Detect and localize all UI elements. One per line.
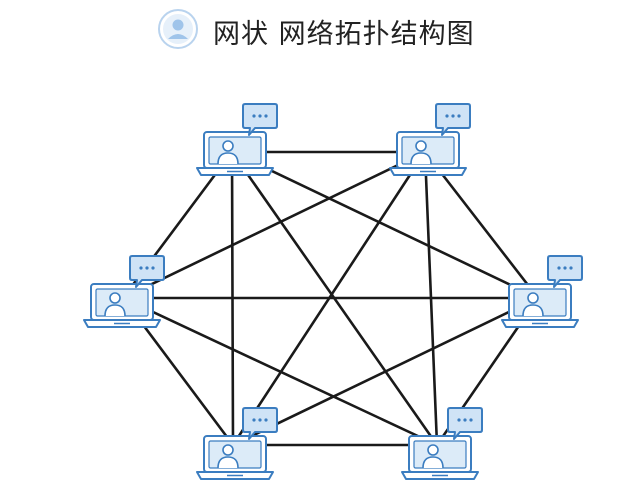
edge-node-1-node-3 xyxy=(230,150,540,300)
page-title: 网状 网络拓扑结构图 xyxy=(213,19,475,50)
edge-node-4-node-6 xyxy=(121,296,439,447)
edge-node-3-node-5 xyxy=(231,296,540,447)
node-3-laptop-user-chat-icon xyxy=(501,255,583,328)
header: 网状 网络拓扑结构图 xyxy=(0,0,640,60)
node-2-laptop-user-chat-icon xyxy=(389,103,471,176)
user-avatar-icon xyxy=(158,9,198,49)
node-6-laptop-user-chat-icon xyxy=(83,255,165,328)
node-5-laptop-user-chat-icon xyxy=(196,407,278,480)
connection-lines xyxy=(121,150,540,447)
edge-node-2-node-6 xyxy=(121,150,427,300)
network-nodes xyxy=(83,103,583,480)
edge-node-2-node-3 xyxy=(423,150,540,300)
node-1-laptop-user-chat-icon xyxy=(196,103,278,176)
node-4-laptop-user-chat-icon xyxy=(401,407,483,480)
